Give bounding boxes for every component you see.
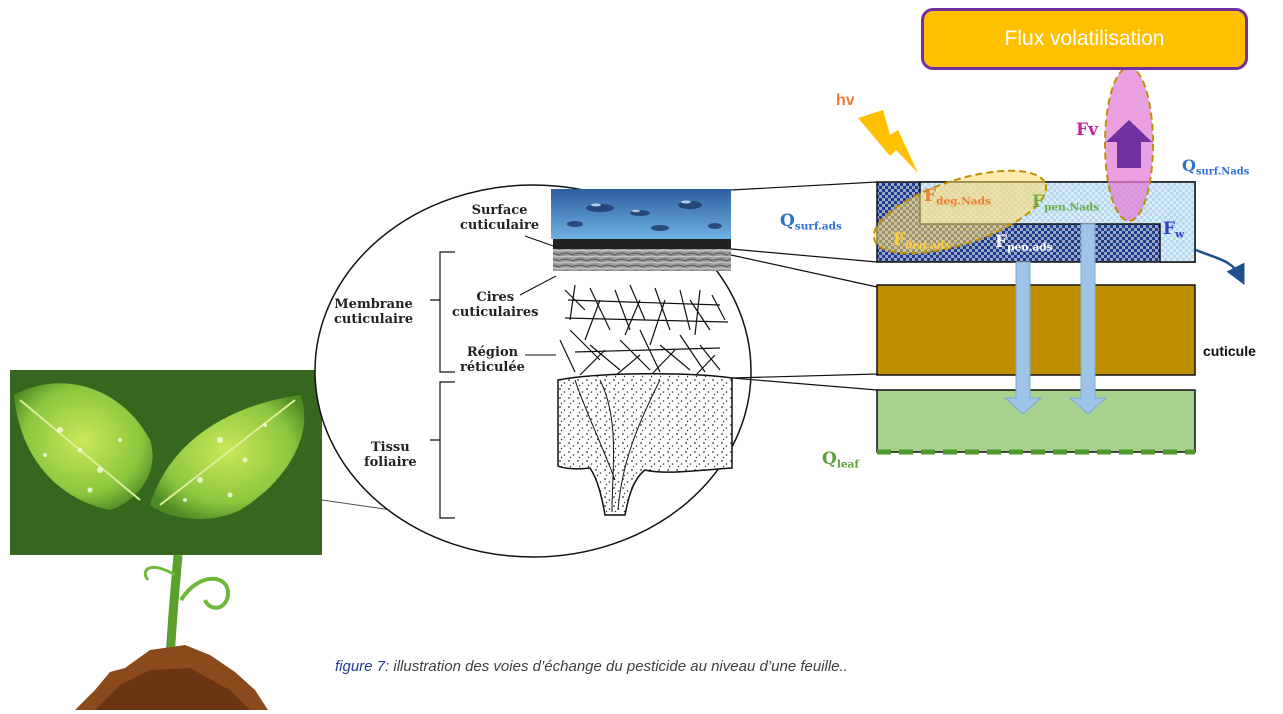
cuticle-layer [876,284,1196,376]
figure-ref: figure 7 [335,658,386,675]
link-line-3 [730,254,878,288]
degradation-ellipse [872,169,1048,255]
curved-arrow-icon [1195,248,1245,285]
label-f-pen-ads: Fpen.ads [995,232,1053,254]
link-line-2 [730,248,878,263]
label-surface-cuticulaire: Surface cuticulaire [460,203,540,233]
cuticle-grey-band [553,249,731,271]
label-cuticule: cuticule [1203,343,1256,359]
plant-stem [143,554,231,661]
label-f-pen-nads: Fpen.Nads [1032,192,1100,214]
label-fv: Fv [1076,120,1098,140]
down-arrow-icon [1003,261,1043,415]
link-line-1 [730,181,878,191]
label-region-reticulee: Région réticulée [460,345,525,375]
brace-membrane [430,251,455,373]
leaf-photo [10,370,322,555]
pointer-surface [524,235,557,248]
caption-text: : illustration des voies d’échange du pe… [385,658,848,675]
cuticle-dark-band [553,239,731,249]
flux-volatilisation-label: Flux volatilisation [1004,27,1165,50]
vein-lines [574,379,661,513]
label-f-deg-nads: Fdeg.Nads [924,186,991,208]
label-f-deg-ads: Fdeg.ads [893,230,951,252]
figure-caption: figure 7: illustration des voies d’échan… [335,658,848,675]
label-tissu-foliaire: Tissu foliaire [364,440,417,470]
pointer-cires [519,275,557,296]
brace-tissu [430,381,455,519]
label-q-surf-nads: Qsurf.Nads [1182,156,1250,178]
label-cires-cuticulaires: Cires cuticulaires [452,290,539,320]
flux-volatilisation-box: Flux volatilisation [921,8,1248,70]
label-f-w: Fw [1163,219,1185,241]
label-q-leaf: Qleaf [822,449,859,471]
label-q-surf-ads: Qsurf.ads [780,211,842,233]
soil-shadow [95,668,250,710]
leaf-tissue [557,372,733,516]
label-hv: hv [836,92,855,109]
link-line-4 [731,373,878,379]
lightning-bolt-icon [858,110,918,173]
down-arrow-icon-2 [1068,223,1108,415]
wax-crystals [559,284,729,377]
surface-photo [551,189,731,239]
label-membrane-cuticulaire: Membrane cuticulaire [334,297,414,327]
link-line-5 [731,377,878,391]
up-arrow-icon [1106,120,1152,168]
